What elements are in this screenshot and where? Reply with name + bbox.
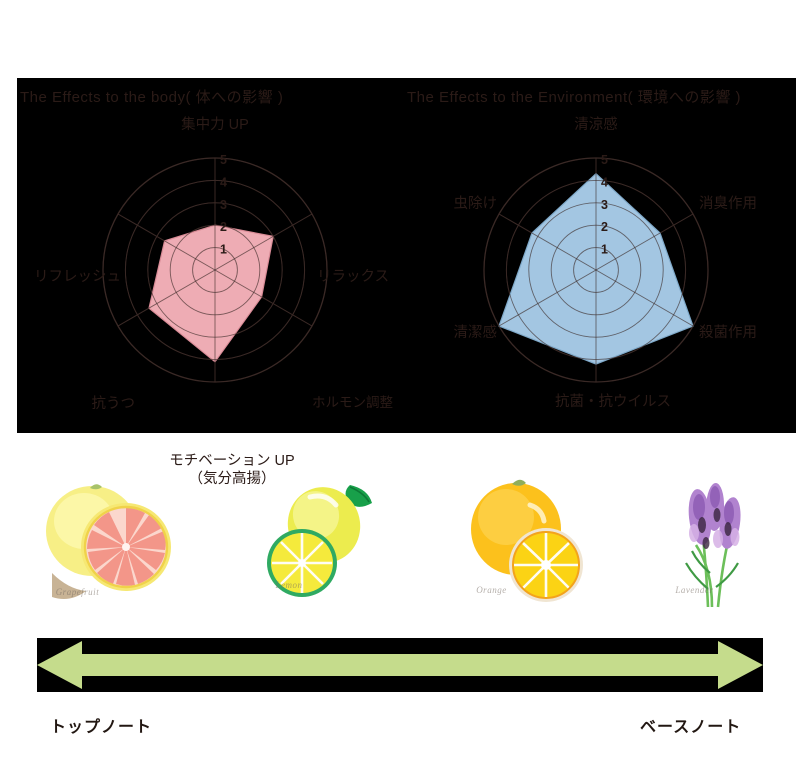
env-axis-label-4: 清潔感 [453, 325, 498, 341]
svg-text:1: 1 [601, 243, 608, 257]
radar-charts-panel: The Effects to the body( 体への影響 ) The Eff… [17, 78, 796, 487]
body-radar-svg: 1 2 3 4 5 [102, 153, 328, 383]
svg-text:2: 2 [220, 220, 227, 234]
body-axis-label-2: ホルモン調整 [312, 395, 393, 410]
environment-radar-svg: 1 2 3 4 5 [483, 153, 709, 383]
svg-text:3: 3 [601, 198, 608, 212]
body-axis-label-5: リフレッシュ [34, 269, 121, 285]
body-axis-label-3: モチベーション UP （気分高揚） [117, 452, 347, 488]
body-chart-title: The Effects to the body( 体への影響 ) [20, 89, 284, 106]
environment-radar-chart: 1 2 3 4 5 清涼感 消臭作用 殺菌作用 抗菌・抗ウイルス 清潔感 虫除け [17, 78, 796, 433]
ingredient-lemon: Lemon [258, 467, 383, 607]
env-axis-label-0: 清涼感 [574, 117, 618, 133]
body-axis-label-0: 集中力 UP [181, 117, 249, 133]
svg-text:5: 5 [601, 153, 608, 167]
svg-text:4: 4 [220, 175, 227, 189]
ingredient-orange: Orange [458, 467, 588, 612]
body-axis-label-3-line2: （気分高揚） [188, 471, 276, 488]
environment-chart-title: The Effects to the Environment( 環境への影響 ) [407, 89, 741, 106]
env-axis-label-3: 抗菌・抗ウイルス [555, 394, 671, 410]
env-axis-label-2: 殺菌作用 [699, 325, 757, 341]
body-axis-label-4: 抗うつ [91, 396, 136, 412]
ingredient-lavender: Lavender [660, 467, 770, 612]
svg-text:5: 5 [220, 153, 227, 167]
svg-text:3: 3 [220, 198, 227, 212]
env-axis-label-1: 消臭作用 [699, 196, 757, 212]
ingredient-pink-grapefruit: Grapefruit [34, 465, 189, 615]
double-arrow-icon [37, 641, 763, 689]
env-axis-label-5: 虫除け [453, 196, 498, 212]
body-axis-label-1: リラックス [317, 269, 390, 285]
base-note-label: ベースノート [640, 719, 742, 736]
top-note-label: トップノート [50, 719, 153, 736]
svg-text:1: 1 [220, 243, 227, 257]
svg-text:4: 4 [601, 175, 608, 189]
note-scale-band [37, 638, 763, 692]
svg-text:2: 2 [601, 220, 608, 234]
body-radar-chart: 1 2 3 4 5 集中力 UP リラックス ホルモン調整 モチベーション UP （気分… [17, 78, 796, 487]
ingredient-illustrations: Grapefruit [0, 455, 800, 625]
body-axis-label-3-line1: モチベーション UP [169, 453, 295, 469]
